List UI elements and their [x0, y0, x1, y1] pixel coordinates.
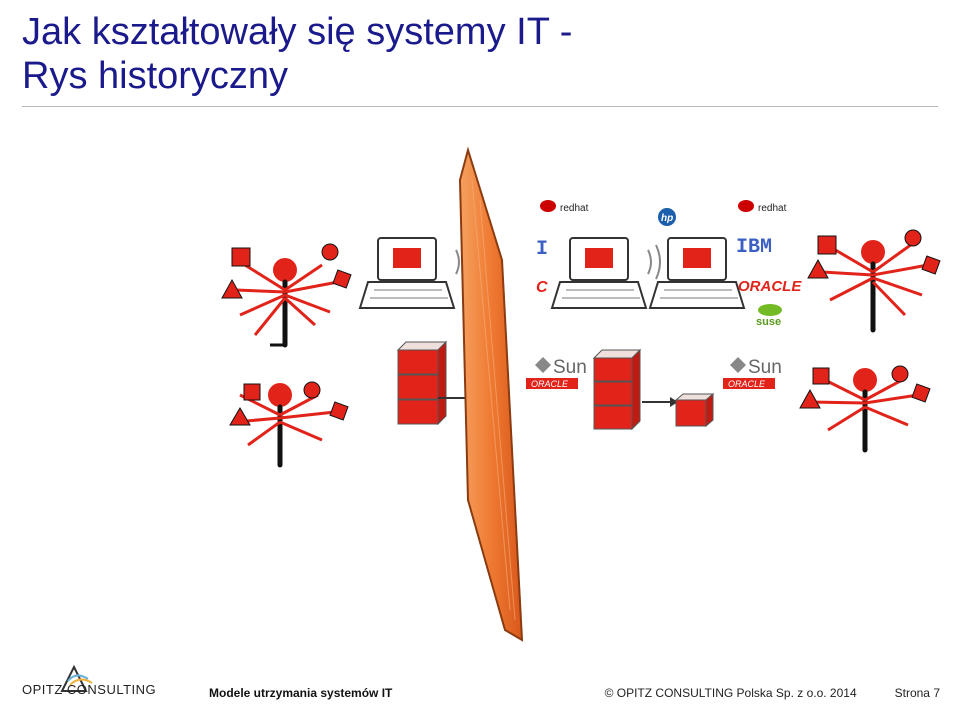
server-icon — [674, 392, 715, 428]
svg-text:hp: hp — [661, 213, 673, 224]
server-stack-icon — [592, 348, 642, 431]
laptop-icon — [358, 237, 469, 309]
svg-text:redhat: redhat — [758, 203, 787, 214]
slide-title-line-2: Rys historyczny — [22, 55, 289, 97]
ibm-logo: IBM — [736, 236, 772, 259]
opitz-consulting-logo-icon — [60, 664, 93, 692]
arrow-icon — [642, 397, 678, 407]
slide-title-line-1: Jak kształtowały się systemy IT - — [22, 11, 573, 53]
laptop-icon — [550, 237, 661, 309]
page-number: Strona 7 — [894, 686, 940, 700]
svg-text:ORACLE: ORACLE — [531, 379, 569, 389]
course-name: Modele utrzymania systemów IT — [209, 686, 393, 700]
hp-logo: hp — [658, 208, 676, 226]
svg-text:Sun: Sun — [748, 357, 782, 378]
svg-text:suse: suse — [756, 316, 781, 328]
company-logo-text: OPITZ CONSULTING — [22, 682, 157, 697]
footer-info: © OPITZ CONSULTING Polska Sp. z o.o. 201… — [605, 686, 940, 700]
it-history-illustration: I C redhat hp redhat IBM ORACLE suse — [221, 146, 941, 642]
copyright-text: © OPITZ CONSULTING Polska Sp. z o.o. 201… — [604, 686, 857, 700]
multitasking-person-figure — [799, 365, 931, 453]
multitasking-person-figure — [229, 381, 349, 468]
redhat-logo: redhat — [738, 200, 787, 214]
svg-text:redhat: redhat — [560, 203, 589, 214]
multitasking-person-figure — [807, 229, 941, 333]
sun-oracle-logo: Sun ORACLE — [526, 357, 587, 389]
svg-text:Sun: Sun — [553, 357, 587, 378]
multitasking-person-figure — [221, 243, 352, 348]
slide-title: Jak kształtowały się systemy IT - Rys hi… — [22, 10, 572, 98]
redhat-logo: redhat — [540, 200, 589, 214]
suse-logo: suse — [756, 304, 782, 328]
ibm-logo-partial: I — [536, 238, 548, 261]
sun-oracle-logo: Sun ORACLE — [723, 357, 782, 389]
server-stack-icon — [396, 340, 465, 426]
title-divider — [22, 106, 938, 107]
svg-text:ORACLE: ORACLE — [728, 379, 766, 389]
oracle-logo-partial: C — [536, 279, 548, 296]
oracle-logo: ORACLE — [738, 278, 802, 295]
laptop-icon — [648, 237, 746, 309]
